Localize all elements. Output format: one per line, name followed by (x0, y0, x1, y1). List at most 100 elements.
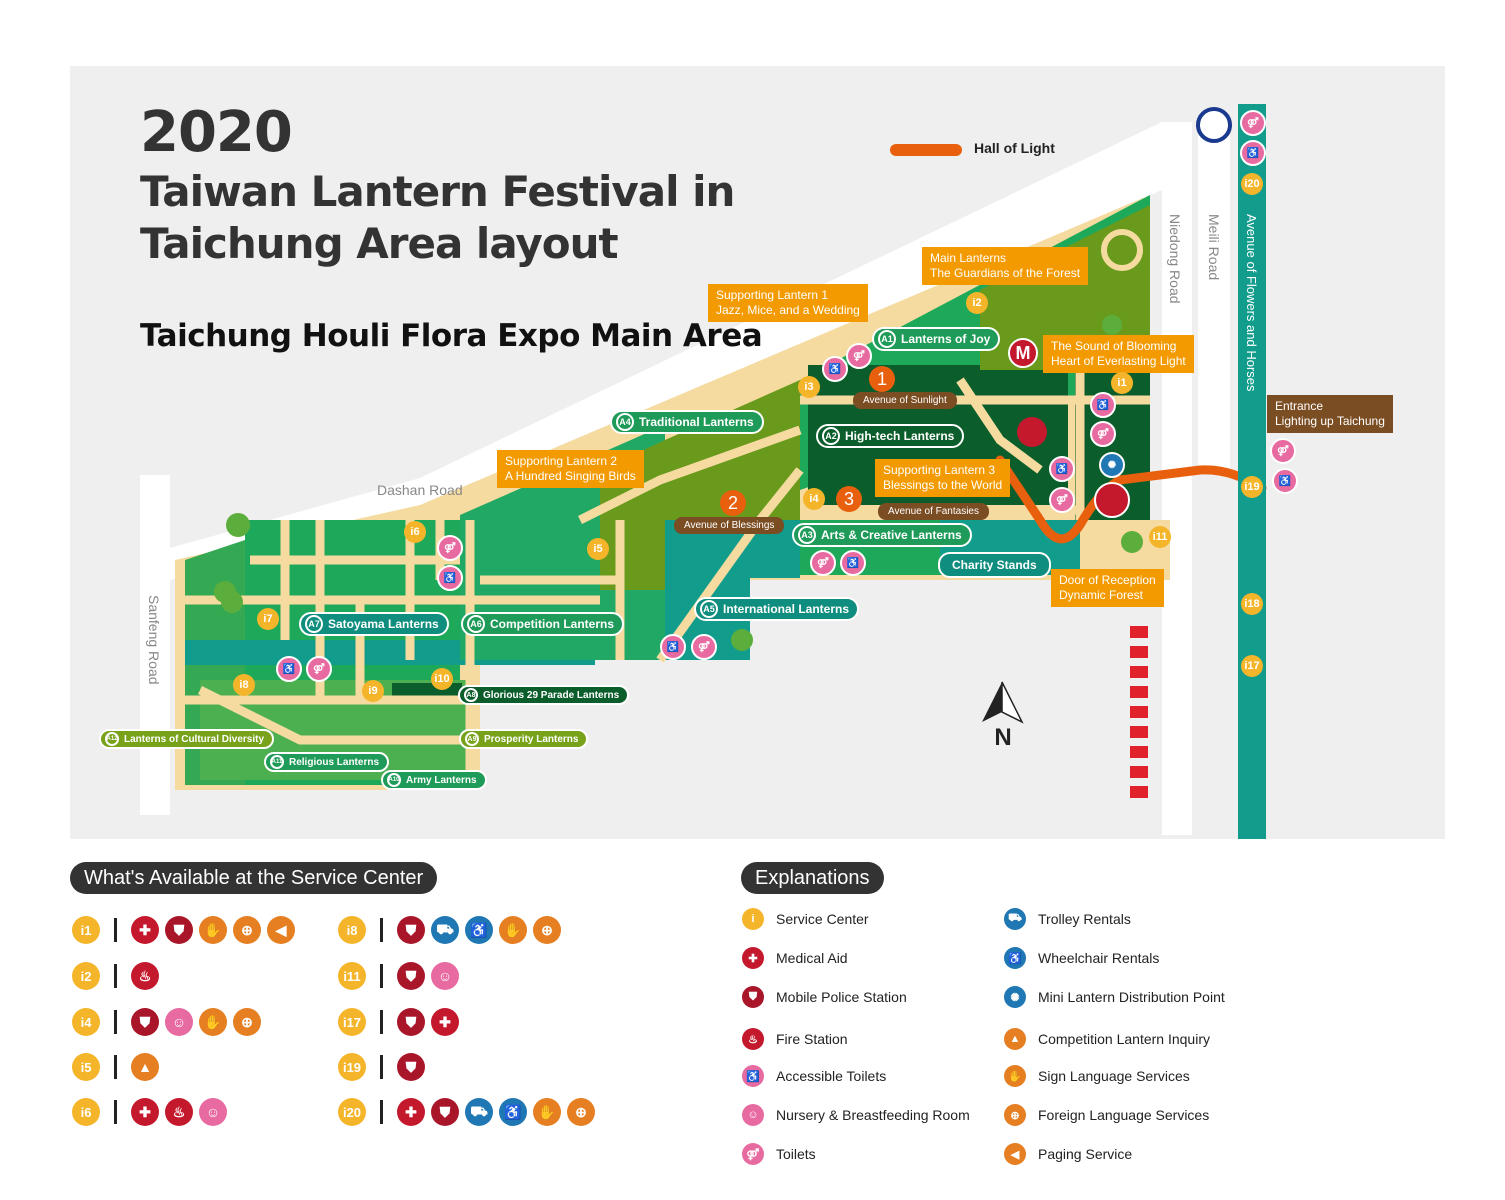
callout-door-reception[interactable]: Door of Reception Dynamic Forest (1051, 569, 1164, 607)
map-marker-i2[interactable]: i2 (966, 292, 988, 314)
service-center-badge: i20 (338, 1098, 366, 1126)
zone-a2[interactable]: A2 High-tech Lanterns (816, 424, 965, 448)
accessible-toilet-icon: ♿ (1049, 456, 1075, 482)
callout-sound-blooming-line1: The Sound of Blooming (1051, 339, 1177, 353)
callout-supporting-1[interactable]: Supporting Lantern 1 Jazz, Mice, and a W… (708, 284, 868, 322)
map-marker-lantern-2[interactable]: 2 (720, 490, 746, 516)
map-marker-i19[interactable]: i19 (1241, 476, 1263, 498)
map-marker-i11[interactable]: i11 (1149, 526, 1171, 548)
medical-icon: ✚ (742, 947, 764, 969)
service-center-badge: i1 (72, 916, 100, 944)
callout-door-reception-line2: Dynamic Forest (1059, 588, 1144, 602)
callout-supporting-3-line1: Supporting Lantern 3 (883, 463, 996, 477)
zone-a3-code: A3 (798, 526, 816, 544)
map-marker-lantern-3[interactable]: 3 (836, 486, 862, 512)
toilets-icon: ⚤ (810, 550, 836, 576)
legend-mini-lantern-label: Mini Lantern Distribution Point (1038, 989, 1225, 1005)
map-marker-i1[interactable]: i1 (1111, 372, 1133, 394)
foreign-icon: ⊕ (233, 1008, 261, 1036)
service-center-title: What's Available at the Service Center (70, 862, 438, 894)
callout-main-lanterns-line1: Main Lanterns (930, 251, 1007, 265)
competition-icon: ▲ (131, 1053, 159, 1081)
map-marker-i17[interactable]: i17 (1241, 655, 1263, 677)
sign-icon: ✋ (533, 1098, 561, 1126)
zone-a9-code: A9 (465, 732, 479, 746)
road-niedong: Niedong Road (1167, 214, 1183, 304)
north-arrow-left (982, 682, 1002, 722)
road-avenue-flowers-horses: Avenue of Flowers and Horses (1244, 214, 1259, 392)
road-dashan: Dashan Road (377, 482, 463, 498)
zone-a10-code: A10 (387, 773, 401, 787)
sound-blooming-lantern (1017, 417, 1047, 447)
callout-supporting-3[interactable]: Supporting Lantern 3 Blessings to the Wo… (875, 459, 1011, 497)
wheelchair-icon: ♿ (499, 1098, 527, 1126)
legend-toilets-label: Toilets (776, 1146, 816, 1162)
road-sanfeng: Sanfeng Road (146, 595, 162, 685)
separator (380, 1010, 383, 1034)
callout-entrance[interactable]: Entrance Lighting up Taichung (1267, 395, 1393, 433)
legend-service-center-label: Service Center (776, 911, 869, 927)
map-marker-i4[interactable]: i4 (803, 488, 825, 510)
map-marker-i3[interactable]: i3 (798, 376, 820, 398)
page-title: Taiwan Lantern Festival in Taichung Area… (140, 167, 735, 268)
separator (380, 1100, 383, 1124)
legend-sign-language: ✋Sign Language Services (1004, 1064, 1190, 1088)
legend-trolley: ⛟Trolley Rentals (1004, 907, 1131, 931)
wheelchair-icon: ♿ (1004, 947, 1026, 969)
fire-extinguisher-icon: ♨ (742, 1028, 764, 1050)
map-marker-i10[interactable]: i10 (431, 668, 453, 690)
trolley-icon: ⛟ (431, 916, 459, 944)
accessible-toilet-icon: ♿ (742, 1065, 764, 1087)
callout-main-lanterns[interactable]: Main Lanterns The Guardians of the Fores… (922, 247, 1089, 285)
callout-supporting-2[interactable]: Supporting Lantern 2 A Hundred Singing B… (497, 450, 644, 488)
zone-a2-name: High-tech Lanterns (845, 429, 955, 443)
map-marker-i8[interactable]: i8 (233, 674, 255, 696)
zone-charity-stands[interactable]: Charity Stands (938, 552, 1051, 578)
map-marker-i7[interactable]: i7 (257, 608, 279, 630)
legend-mini-lantern: ✺Mini Lantern Distribution Point (1004, 985, 1225, 1009)
separator (380, 918, 383, 942)
map-marker-i18[interactable]: i18 (1241, 593, 1263, 615)
zone-a11-name: Religious Lanterns (289, 756, 380, 768)
zone-a10[interactable]: A10 Army Lanterns (381, 770, 487, 790)
legend-wheelchair-label: Wheelchair Rentals (1038, 950, 1160, 966)
map-marker-main-lantern[interactable]: M (1008, 338, 1038, 368)
avenue-flowers-horses (1238, 104, 1266, 839)
toilets-icon: ⚤ (846, 343, 872, 369)
service-center-badge: i6 (72, 1098, 100, 1126)
map-marker-i9[interactable]: i9 (362, 680, 384, 702)
separator (380, 964, 383, 988)
service-row-i2: i2♨ (72, 961, 165, 991)
callout-entrance-line1: Entrance (1275, 399, 1324, 413)
map-marker-lantern-1[interactable]: 1 (869, 366, 895, 392)
service-center-badge: i5 (72, 1053, 100, 1081)
callout-supporting-2-line2: A Hundred Singing Birds (505, 469, 636, 483)
map-marker-i20[interactable]: i20 (1241, 173, 1263, 195)
police-icon: ⛊ (397, 1053, 425, 1081)
police-icon: ⛊ (397, 916, 425, 944)
zone-a1-code: A1 (878, 330, 896, 348)
area-subtitle: Taichung Houli Flora Expo Main Area (140, 318, 763, 354)
map-marker-i6[interactable]: i6 (404, 521, 426, 543)
service-center-badge: i4 (72, 1008, 100, 1036)
police-icon: ⛊ (431, 1098, 459, 1126)
zone-a10-name: Army Lanterns (406, 774, 477, 786)
callout-sound-blooming[interactable]: The Sound of Blooming Heart of Everlasti… (1043, 335, 1194, 373)
zone-a2-code: A2 (822, 427, 840, 445)
legend-accessible: ♿Accessible Toilets (742, 1064, 886, 1088)
separator (114, 964, 117, 988)
service-row-i20: i20✚⛊⛟♿✋⊕ (338, 1097, 601, 1127)
zone-a4-name: Traditional Lanterns (639, 415, 754, 429)
map-marker-i5[interactable]: i5 (587, 538, 609, 560)
entrance-barrier (1130, 626, 1148, 798)
